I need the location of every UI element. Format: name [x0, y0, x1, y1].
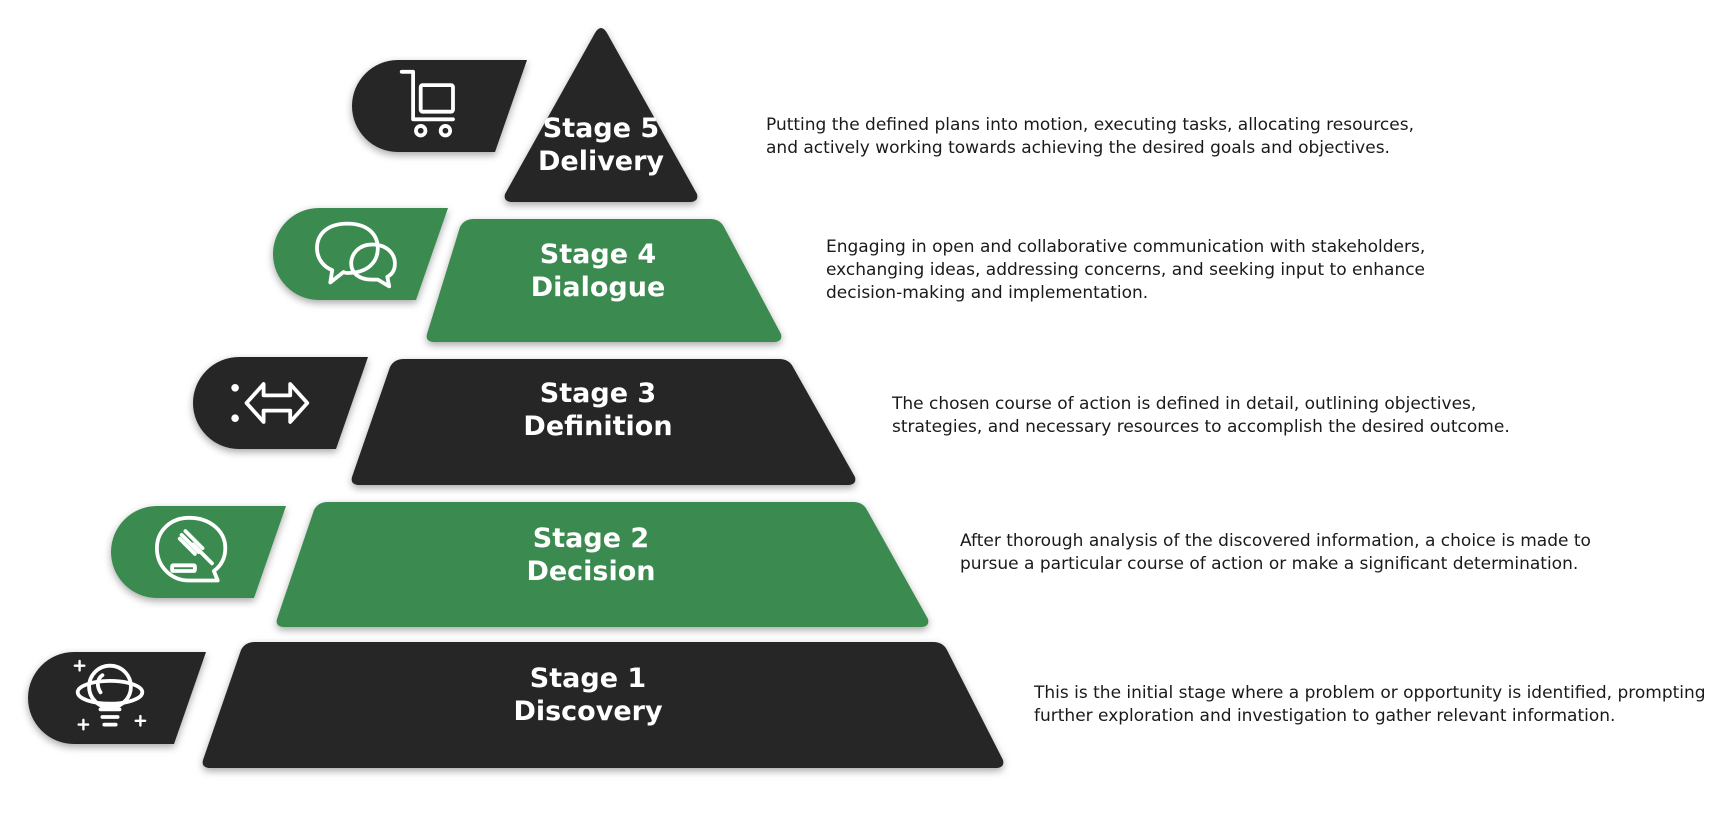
stage-2-layer: [276, 502, 929, 627]
stage-4-subtitle: Dialogue: [531, 272, 666, 303]
stage-2-description: After thorough analysis of the discovere…: [960, 530, 1591, 576]
stage-5-title: Stage 5: [543, 113, 659, 144]
shopping-cart-icon: [399, 69, 455, 138]
stage-5-description-line: Putting the defined plans into motion, e…: [766, 115, 1414, 135]
stage-4-description-line: decision-making and implementation.: [826, 283, 1149, 303]
stage-2-description-line: After thorough analysis of the discovere…: [960, 531, 1591, 551]
stage-5-description-line: and actively working towards achieving t…: [766, 138, 1390, 158]
stage-4-description-line: exchanging ideas, addressing concerns, a…: [826, 260, 1426, 280]
stage-2-subtitle: Decision: [526, 556, 655, 587]
stage-4-title: Stage 4: [540, 239, 656, 270]
stage-4-description-line: Engaging in open and collaborative commu…: [826, 237, 1426, 257]
gavel-icon: [154, 515, 228, 583]
stage-4-icon-tag: [273, 208, 448, 300]
stage-5-description: Putting the defined plans into motion, e…: [766, 114, 1414, 160]
stage-2-title: Stage 2: [533, 523, 649, 554]
stage-5-icon-tag: [352, 60, 527, 152]
stage-1-icon-tag: [28, 652, 206, 744]
stage-3-title: Stage 3: [540, 378, 656, 409]
stage-4-layer: [426, 219, 782, 342]
stage-3-layer: [351, 359, 856, 485]
lightbulb-icon: [73, 659, 147, 731]
stage-3-description-line: strategies, and necessary resources to a…: [892, 417, 1510, 437]
stage-2-description-line: pursue a particular course of action or …: [960, 554, 1579, 574]
stage-3-subtitle: Definition: [523, 411, 672, 442]
stage-1-description-line: This is the initial stage where a proble…: [1034, 683, 1706, 703]
stage-1-layer: [202, 642, 1004, 768]
stage-1-title: Stage 1: [530, 663, 646, 694]
stage-3-description: The chosen course of action is defined i…: [892, 393, 1510, 439]
stage-5-layer: [504, 28, 698, 202]
stage-5-subtitle: Delivery: [538, 146, 664, 177]
stage-1-subtitle: Discovery: [513, 696, 663, 727]
stage-3-description-line: The chosen course of action is defined i…: [892, 394, 1477, 414]
stage-4-description: Engaging in open and collaborative commu…: [826, 236, 1425, 305]
stage-3-icon-tag: [193, 357, 368, 449]
stage-1-description: This is the initial stage where a proble…: [1034, 682, 1706, 728]
stage-1-description-line: further exploration and investigation to…: [1034, 706, 1616, 726]
chat-bubbles-icon: [315, 221, 397, 289]
double-arrow-icon: [231, 382, 310, 424]
